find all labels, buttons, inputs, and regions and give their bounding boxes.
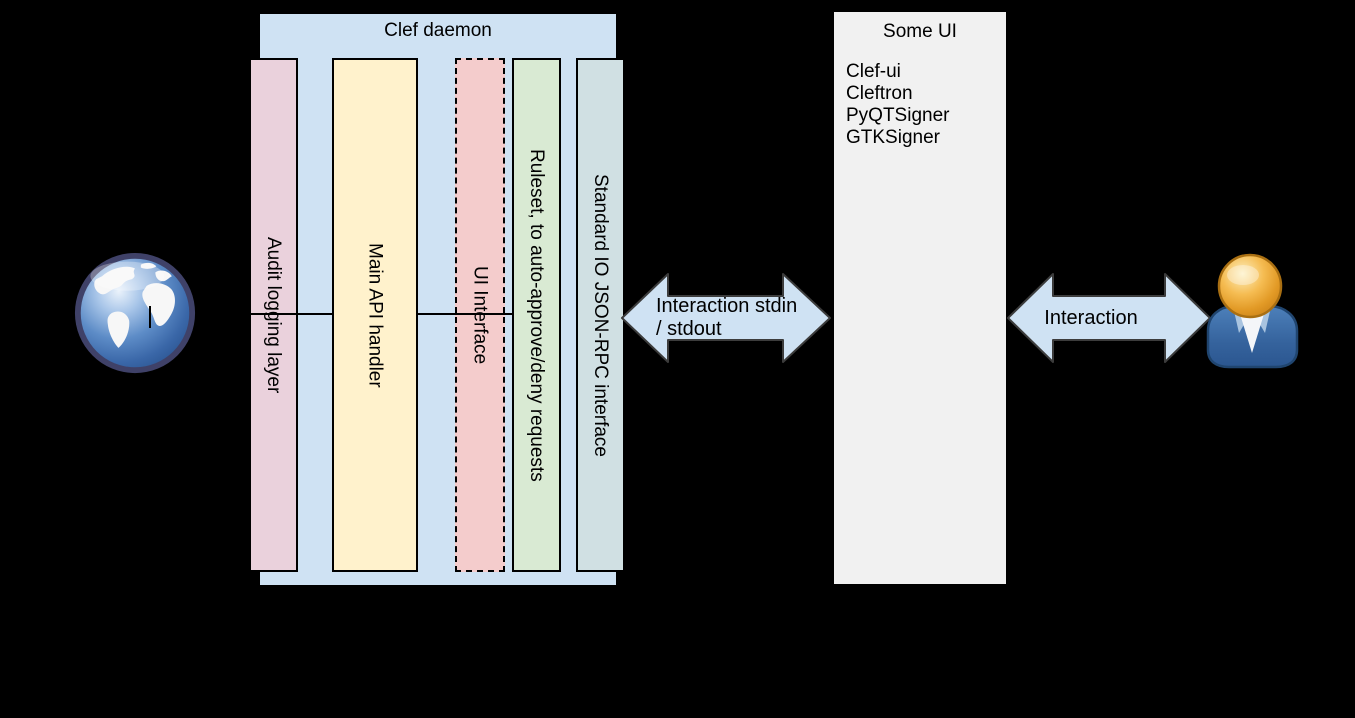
layer-label: UI Interface: [469, 265, 491, 365]
layer-stdio-jsonrpc: Standard IO JSON-RPC interface: [576, 58, 625, 572]
arrow-label-line2: / stdout: [656, 317, 722, 340]
arrow-stdin-stdout: [621, 273, 831, 363]
globe-icon: [73, 251, 197, 375]
some-ui-box: [832, 10, 1008, 586]
list-item: Cleftron: [846, 83, 913, 104]
arrow-interaction-label: Interaction: [1044, 307, 1138, 329]
connector-endpoint-mark: [149, 306, 151, 328]
list-item: Clef-ui: [846, 61, 901, 82]
layer-label: Standard IO JSON-RPC interface: [590, 173, 611, 457]
connector-line-api-ruleset: [418, 313, 512, 315]
connector-line-internet: [150, 313, 332, 315]
some-ui-title: Some UI: [883, 21, 957, 42]
list-item: GTKSigner: [846, 127, 940, 148]
layer-label: Ruleset, to auto-approve/deny requests: [526, 148, 547, 482]
arrow-label-line1: Interaction stdin: [656, 295, 798, 317]
some-ui-list: Clef-ui Cleftron PyQTSigner GTKSigner: [846, 61, 1006, 149]
clef-daemon-title: Clef daemon: [384, 20, 492, 41]
person-icon: [1200, 253, 1300, 370]
arrow-stdin-stdout-label: Interaction stdin / stdout: [656, 295, 816, 340]
layer-ruleset: Ruleset, to auto-approve/deny requests: [512, 58, 561, 572]
clef-daemon-box: [258, 12, 618, 587]
layer-main-api-handler: Main API handler: [332, 58, 418, 572]
layer-ui-interface: UI Interface: [455, 58, 505, 572]
list-item: PyQTSigner: [846, 105, 950, 126]
layer-audit-logging: Audit logging layer: [249, 58, 298, 572]
layer-label: Main API handler: [364, 242, 386, 388]
